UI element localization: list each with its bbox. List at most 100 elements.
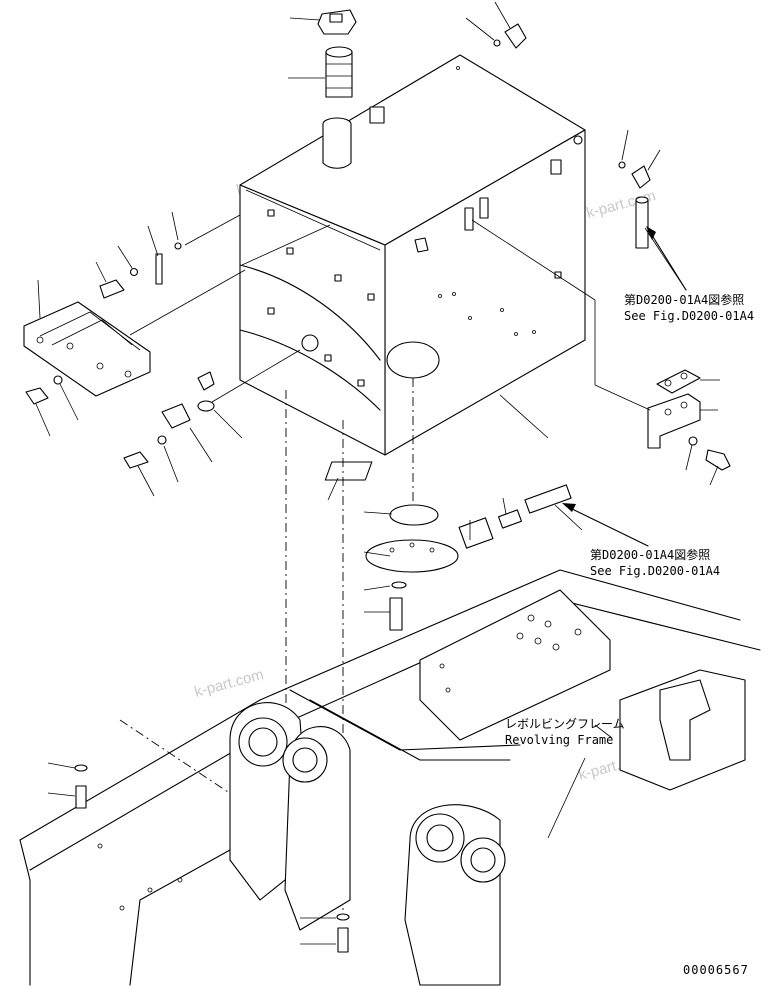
- hose-section: [635, 199, 649, 249]
- gauge-oring: [197, 400, 215, 412]
- strainer-element: [325, 51, 353, 98]
- left-fasteners: [25, 242, 215, 469]
- filler-cap: [317, 9, 357, 35]
- hydraulic-tank: [239, 54, 586, 456]
- right-elbow-fitting: [618, 161, 651, 249]
- tank-left-face: [239, 184, 386, 456]
- nub-7: [554, 271, 562, 279]
- hose-end: [635, 196, 649, 204]
- right-mounting-bracket: [647, 369, 731, 471]
- filler-neck-body: [322, 124, 352, 169]
- elbow-fitting: [504, 23, 527, 49]
- top-boss-1: [369, 106, 385, 124]
- drain-hose: [524, 484, 572, 514]
- sight-gauge-hole: [301, 334, 319, 352]
- rivet-dots: [438, 292, 536, 336]
- drain-cover-plate: [365, 539, 459, 573]
- drain-opening: [386, 341, 440, 379]
- frame-top-edge-2: [29, 599, 761, 871]
- reference-1-jp: 第D0200-01A4図参照: [624, 292, 744, 307]
- reference-label-1: 第D0200-01A4図参照 See Fig.D0200-01A4: [624, 292, 754, 323]
- drawing-number: 00006567: [683, 963, 749, 977]
- frame-beam: [309, 699, 511, 761]
- ref-arrow-2: [565, 505, 649, 547]
- bracket-bolt: [705, 449, 731, 471]
- watermark-3: k-part.com: [193, 666, 266, 701]
- boom-bracket-right: [404, 804, 506, 986]
- reference-2-en: See Fig.D0200-01A4: [590, 564, 720, 578]
- strainer-top: [325, 46, 353, 58]
- corner-fitting-hole: [573, 135, 583, 145]
- breather-elbow: [493, 23, 527, 49]
- strainer: [325, 46, 353, 98]
- reference-label-2: 第D0200-01A4図参照 See Fig.D0200-01A4: [590, 547, 720, 578]
- elbow-fitting-2: [631, 165, 651, 189]
- tank-step-curve-2: [239, 329, 381, 411]
- frame-bolt-left: [75, 785, 87, 809]
- frame-label-jp: レボルビングフレーム: [505, 717, 625, 731]
- reference-arrows: [562, 226, 687, 547]
- washer-4: [157, 435, 167, 445]
- frame-bolt-bottom: [337, 927, 349, 953]
- reference-2-jp: 第D0200-01A4図参照: [590, 547, 710, 562]
- washer-3: [53, 375, 63, 385]
- nub-5: [324, 354, 332, 362]
- drain-washer: [391, 581, 407, 589]
- top-dot: [456, 66, 460, 70]
- frame-washer-bottom: [336, 913, 350, 921]
- ref-arrowhead-2: [562, 503, 576, 512]
- nub-3: [367, 293, 375, 301]
- gauge-fitting: [161, 403, 191, 429]
- bracket-washer: [688, 436, 698, 446]
- nub-1: [286, 247, 294, 255]
- right-face-boss: [414, 237, 429, 253]
- bracket-shim: [656, 369, 701, 394]
- shim-1: [155, 253, 163, 285]
- tank-edge-flange: [245, 189, 381, 251]
- drain-bolt: [389, 597, 403, 631]
- boom-bracket-center: [282, 726, 351, 931]
- bolt-1: [99, 279, 125, 299]
- washer-1: [129, 267, 139, 277]
- mount-pad: [324, 461, 373, 481]
- reference-1-en: See Fig.D0200-01A4: [624, 309, 754, 323]
- right-bracket-tab: [464, 207, 474, 231]
- drain-assembly: [324, 461, 572, 631]
- ref-arrow-1: [649, 231, 687, 291]
- drain-adapter: [498, 509, 522, 529]
- frame-dots: [97, 614, 582, 911]
- frame-label: レボルビングフレーム Revolving Frame: [505, 717, 625, 747]
- drain-valve: [458, 517, 494, 549]
- frame-beam-2: [289, 689, 521, 751]
- tank-step-curve: [239, 264, 381, 361]
- nub-8: [267, 209, 275, 217]
- frame-label-en: Revolving Frame: [505, 733, 613, 747]
- frame-floor-edge: [129, 849, 231, 986]
- bracket: [647, 393, 701, 449]
- mount-lug: [659, 679, 711, 761]
- step-body: [23, 301, 151, 397]
- washer-2: [174, 242, 182, 250]
- step-bracket: [23, 301, 151, 397]
- nub-6: [357, 379, 365, 387]
- revolving-frame: [19, 569, 761, 986]
- nub-2: [334, 274, 342, 282]
- right-bracket-tab-2: [479, 197, 489, 219]
- frame-left: [19, 839, 31, 986]
- bolt-3: [123, 451, 149, 469]
- bolt-2: [25, 387, 49, 405]
- cap-knob: [329, 13, 343, 23]
- leader-lines: [35, 1, 720, 945]
- gauge-plug: [197, 371, 215, 391]
- ref-arrowhead-1: [646, 226, 656, 240]
- frame-washer-left: [74, 764, 88, 772]
- top-boss-2: [550, 159, 562, 175]
- elbow-oring-2: [618, 161, 626, 169]
- frame-box-section: [419, 589, 611, 741]
- frame-top-edge: [19, 569, 741, 841]
- elbow-oring: [493, 39, 501, 47]
- nub-4: [267, 307, 275, 315]
- drain-gasket: [389, 504, 439, 526]
